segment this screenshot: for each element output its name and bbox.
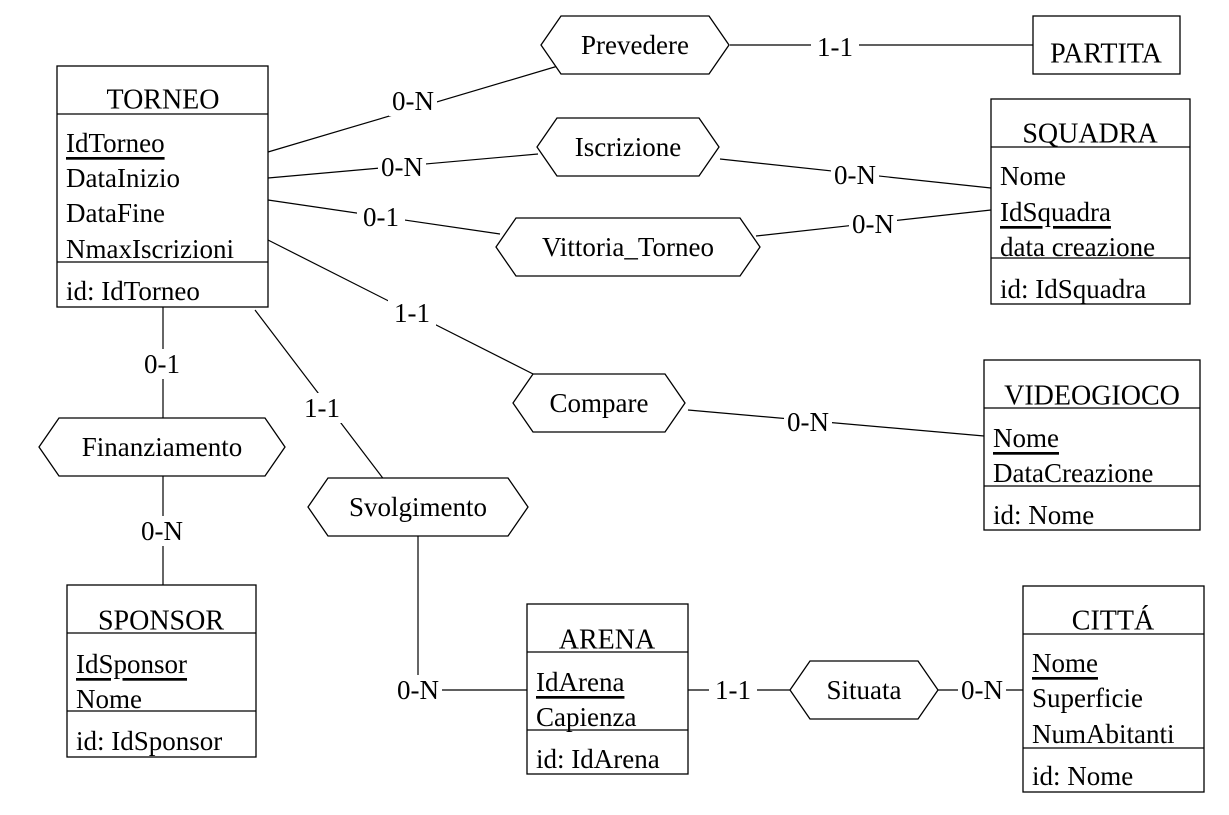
cardinality-label: 1-1 — [304, 393, 340, 423]
relationship-prevedere: Prevedere — [540, 15, 730, 75]
entity-attribute: Nome — [76, 684, 142, 714]
entity-key-attribute: IdSquadra — [1000, 197, 1111, 227]
entity-box — [1032, 15, 1181, 75]
cardinality-background — [958, 675, 1006, 705]
entity-attribute: DataCreazione — [993, 458, 1153, 488]
relationship-label: Iscrizione — [575, 132, 681, 162]
entity-attribute: DataFine — [66, 198, 165, 228]
entity-attribute: Capienza — [536, 702, 636, 732]
entity-title: SQUADRA — [1022, 119, 1158, 150]
relationship-shape — [540, 15, 730, 75]
cardinality-background — [849, 209, 897, 239]
relationship-label: Situata — [827, 675, 902, 705]
cardinality-label: 0-N — [141, 516, 183, 546]
cardinality-background — [357, 202, 405, 232]
entity-title: CITTÁ — [1072, 606, 1155, 637]
relationship-shape — [38, 417, 286, 477]
entity-box — [526, 603, 689, 775]
cardinality-background — [138, 349, 186, 379]
cardinality-label: 0-N — [852, 209, 894, 239]
entity-key-attribute: Nome — [1032, 648, 1098, 678]
relationship-label: Prevedere — [581, 30, 689, 60]
entity-box — [1022, 585, 1205, 793]
relationship-svolgimento: Svolgimento — [307, 477, 529, 537]
relationship-shape — [512, 373, 686, 433]
entity-identifier: id: Nome — [993, 500, 1094, 530]
entity-box — [990, 98, 1191, 305]
entity-attribute: NmaxIscrizioni — [66, 234, 234, 264]
relationship-label: Finanziamento — [82, 432, 242, 462]
cardinality-label: 1-1 — [394, 298, 430, 328]
entity-title: ARENA — [559, 625, 656, 656]
relationship-shape — [307, 477, 529, 537]
relationship-situata: Situata — [789, 660, 939, 720]
cardinality-background — [394, 675, 442, 705]
cardinality-label: 0-N — [787, 407, 829, 437]
entity-title: TORNEO — [106, 85, 219, 116]
entity-key-attribute: Nome — [993, 423, 1059, 453]
cardinality-background — [138, 516, 186, 546]
entity-identifier: id: Nome — [1032, 761, 1133, 791]
relationship-vittoria: Vittoria_Torneo — [495, 217, 761, 277]
entity-identifier: id: IdSponsor — [76, 726, 222, 756]
cardinality-background — [298, 393, 346, 423]
entity-box — [983, 359, 1201, 531]
cardinality-background — [709, 675, 757, 705]
relationship-shape — [536, 117, 720, 177]
cardinality-label: 0-N — [392, 86, 434, 116]
entity-attribute: DataInizio — [66, 163, 180, 193]
entity-key-attribute: IdTorneo — [66, 128, 165, 158]
entity-identifier: id: IdTorneo — [66, 276, 200, 306]
cardinality-background — [784, 407, 832, 437]
entity-title: SPONSOR — [98, 606, 224, 637]
relationship-compare: Compare — [512, 373, 686, 433]
entity-attribute: Superficie — [1032, 683, 1143, 713]
entity-attribute: NumAbitanti — [1032, 719, 1175, 749]
connector-line — [687, 409, 985, 437]
entity-torneo: TORNEO IdTorneoDataInizioDataFineNmaxIscr… — [56, 65, 269, 308]
cardinality-background — [831, 160, 879, 190]
relationship-iscrizione: Iscrizione — [536, 117, 720, 177]
cardinality-label: 0-N — [381, 152, 423, 182]
relationship-shape — [789, 660, 939, 720]
relationship-finanziamento: Finanziamento — [38, 417, 286, 477]
entity-box — [66, 584, 257, 758]
entity-identifier: id: IdArena — [536, 744, 660, 774]
entity-attribute: Nome — [1000, 161, 1066, 191]
cardinality-background — [811, 32, 859, 62]
cardinality-label: 0-N — [397, 675, 439, 705]
cardinality-label: 0-N — [834, 160, 876, 190]
entity-key-attribute: IdArena — [536, 667, 624, 697]
cardinality-label: 0-N — [961, 675, 1003, 705]
cardinality-background — [378, 152, 426, 182]
entity-partita: PARTITA — [1032, 15, 1181, 75]
entity-identifier: id: IdSquadra — [1000, 274, 1146, 304]
cardinality-labels: 0-N 1-1 0-N 0-N 0-1 0-N 1-1 0-N 0-1 0-N 1-1 0-N 1-1 0… — [138, 32, 1006, 705]
relationship-shape — [495, 217, 761, 277]
entity-attribute: data creazione — [1000, 232, 1155, 262]
cardinality-label: 1-1 — [817, 32, 853, 62]
entity-title: VIDEOGIOCO — [1004, 381, 1180, 412]
cardinality-label: 0-1 — [144, 349, 180, 379]
entity-box — [56, 65, 269, 308]
cardinality-label: 1-1 — [715, 675, 751, 705]
relationship-label: Vittoria_Torneo — [542, 232, 714, 262]
cardinality-background — [388, 298, 436, 328]
cardinality-background — [389, 86, 437, 116]
cardinality-label: 0-1 — [363, 202, 399, 232]
entity-key-attribute: IdSponsor — [76, 649, 187, 679]
entity-title: PARTITA — [1050, 39, 1163, 70]
relationship-label: Svolgimento — [349, 492, 487, 522]
relationship-label: Compare — [550, 388, 649, 418]
